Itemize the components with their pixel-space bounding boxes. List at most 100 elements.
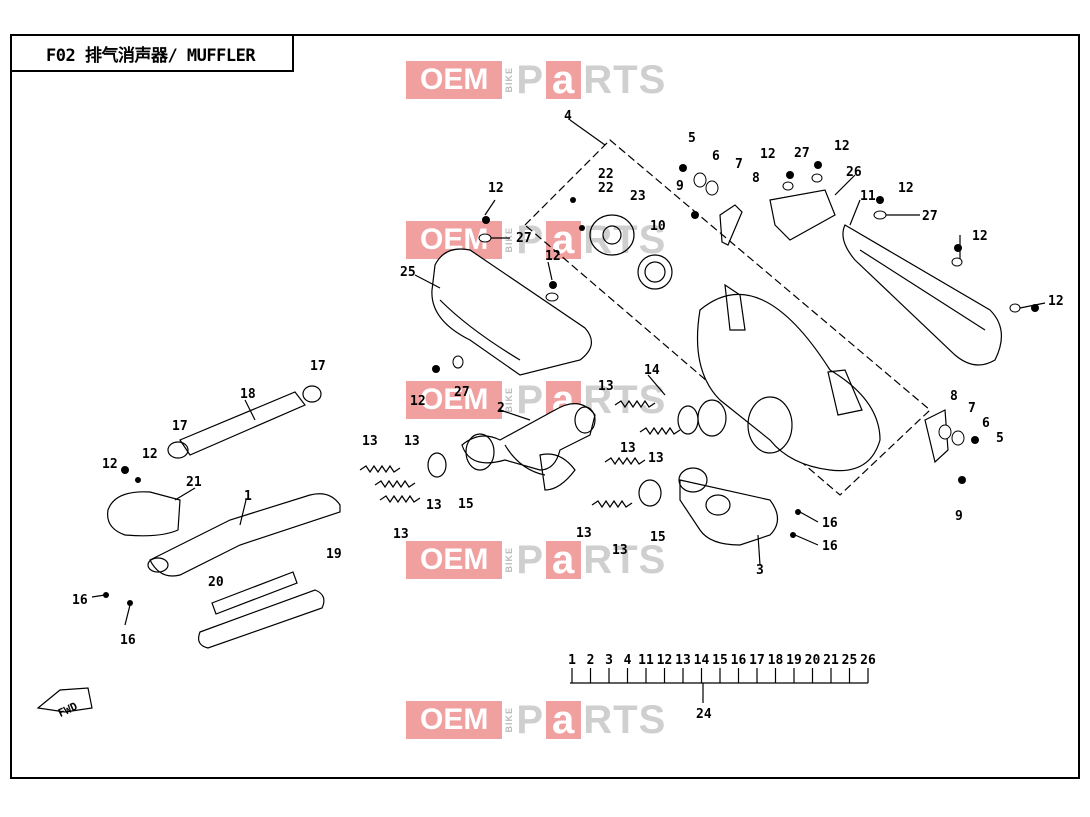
exhaust-pipe-1 [149, 493, 341, 577]
muffler-body [696, 293, 881, 472]
leader-14 [647, 374, 666, 396]
callout-12: 12 [545, 249, 561, 264]
washer-27 [951, 257, 963, 267]
callout-13: 13 [393, 527, 409, 542]
callout-24: 24 [696, 707, 712, 722]
pipe-2-outlet [574, 406, 596, 434]
callout-26: 26 [846, 165, 862, 180]
pipe-3-port [705, 494, 731, 516]
washer-27 [452, 355, 464, 369]
washer-27 [811, 173, 823, 183]
leader-4 [569, 119, 606, 146]
bolt-12 [786, 171, 794, 179]
callout-5: 5 [996, 431, 1004, 446]
callout-17: 17 [310, 359, 326, 374]
bolt-12 [876, 196, 884, 204]
assembly-24-item-15: 15 [712, 653, 728, 668]
callout-13: 13 [612, 543, 628, 558]
clamp-17-left [167, 441, 189, 459]
leader-12 [547, 261, 553, 281]
assembly-24-item-21: 21 [823, 653, 839, 668]
bolt-12 [432, 365, 440, 373]
gasket-15-right [638, 479, 662, 507]
callout-16: 16 [822, 539, 838, 554]
assembly-24-item-13: 13 [675, 653, 691, 668]
callout-10: 10 [650, 219, 666, 234]
callout-17: 17 [172, 419, 188, 434]
washer-27 [873, 210, 887, 220]
gasket-10-inner [644, 261, 666, 283]
nut-16 [103, 592, 109, 598]
assembly-24-item-1: 1 [568, 653, 576, 668]
callout-3: 3 [756, 563, 764, 578]
callout-5: 5 [688, 131, 696, 146]
assembly-24-item-11: 11 [638, 653, 654, 668]
callout-22: 22 [598, 167, 614, 182]
callout-8: 8 [950, 389, 958, 404]
heat-shield-25 [431, 248, 592, 376]
callout-8: 8 [752, 171, 760, 186]
assembly-24-item-4: 4 [624, 653, 632, 668]
bracket-8-right [924, 409, 949, 464]
callout-1: 1 [244, 489, 252, 504]
bolt-5 [971, 436, 979, 444]
connector-14 [697, 399, 727, 437]
heat-shield-25-edge [439, 299, 521, 361]
muffler-bracket-rear [827, 369, 863, 416]
clamp-17-right [302, 385, 322, 403]
washer-27 [782, 181, 794, 191]
assembly-24-item-3: 3 [605, 653, 613, 668]
heat-cover-21 [107, 491, 181, 537]
callout-6: 6 [712, 149, 720, 164]
callout-12: 12 [972, 229, 988, 244]
assembly-24-item-14: 14 [694, 653, 710, 668]
bolt-12 [954, 244, 962, 252]
callout-13: 13 [576, 526, 592, 541]
callout-16: 16 [822, 516, 838, 531]
flange-23 [589, 214, 635, 256]
gasket-15-left [427, 452, 447, 478]
callout-25: 25 [400, 265, 416, 280]
assembly-24-ticks [571, 668, 869, 683]
callout-21: 21 [186, 475, 202, 490]
assembly-24-item-12: 12 [657, 653, 673, 668]
callout-11: 11 [860, 189, 876, 204]
assembly-24-item-18: 18 [768, 653, 784, 668]
washer-27 [545, 292, 559, 302]
leader-3 [757, 534, 761, 566]
callout-7: 7 [968, 401, 976, 416]
pipe-3-flange [678, 467, 708, 493]
callout-9: 9 [676, 179, 684, 194]
bolt-12 [814, 161, 822, 169]
callout-19: 19 [326, 547, 342, 562]
muffler-bracket-top [724, 283, 746, 331]
leader-18 [244, 399, 256, 421]
hose-18 [179, 391, 306, 456]
callout-9: 9 [955, 509, 963, 524]
exhaust-pipe-3 [679, 479, 779, 546]
sleeve-20 [211, 571, 298, 615]
leader-16 [794, 534, 819, 546]
callout-12: 12 [760, 147, 776, 162]
callout-15: 15 [650, 530, 666, 545]
bolt-5 [679, 164, 687, 172]
bolt-9 [958, 476, 966, 484]
leader-16 [799, 511, 819, 523]
assembly-24-item-19: 19 [786, 653, 802, 668]
exhaust-pipe-1-port [147, 557, 169, 573]
pipe-2-inlet [465, 433, 495, 471]
callout-27: 27 [516, 231, 532, 246]
callout-16: 16 [120, 633, 136, 648]
assembly-24-item-26: 26 [860, 653, 876, 668]
assembly-24-item-20: 20 [805, 653, 821, 668]
spring-13-g [639, 426, 681, 436]
callout-23: 23 [630, 189, 646, 204]
nut-22 [579, 225, 585, 231]
fwd-arrow [36, 687, 93, 713]
washer-27 [478, 233, 492, 243]
diagram-title: F02 排气消声器/ MUFFLER [10, 34, 294, 72]
